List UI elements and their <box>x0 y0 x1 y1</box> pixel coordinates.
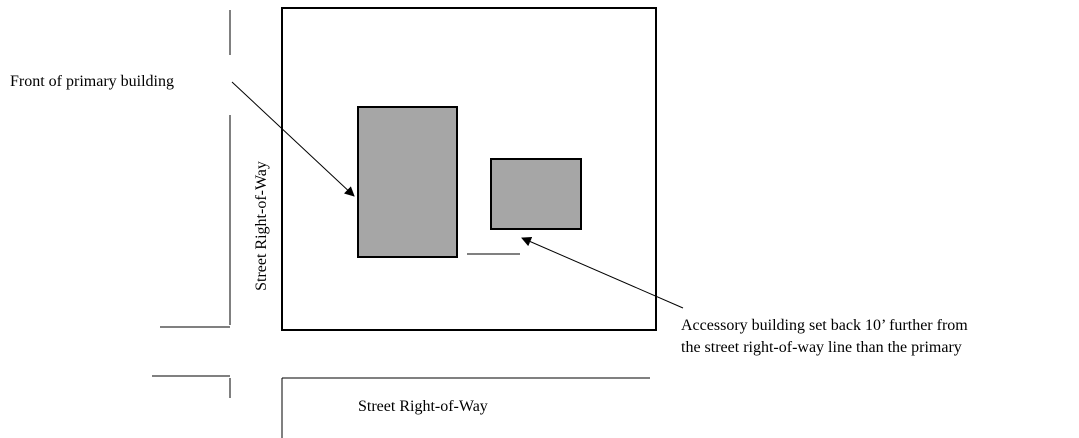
primary-building <box>357 106 458 258</box>
lot-boundary <box>281 7 657 331</box>
street-row-horizontal-label: Street Right-of-Way <box>358 398 488 415</box>
accessory-setback-arrow <box>521 237 684 309</box>
accessory-building <box>490 158 582 230</box>
accessory-note-line2: the street right-of-way line than the pr… <box>681 339 962 356</box>
street-row-vertical-label: Street Right-of-Way <box>253 161 270 291</box>
accessory-note-line1: Accessory building set back 10’ further … <box>681 317 968 334</box>
front-of-primary-label: Front of primary building <box>10 73 174 90</box>
front-of-primary-arrow <box>231 81 355 197</box>
